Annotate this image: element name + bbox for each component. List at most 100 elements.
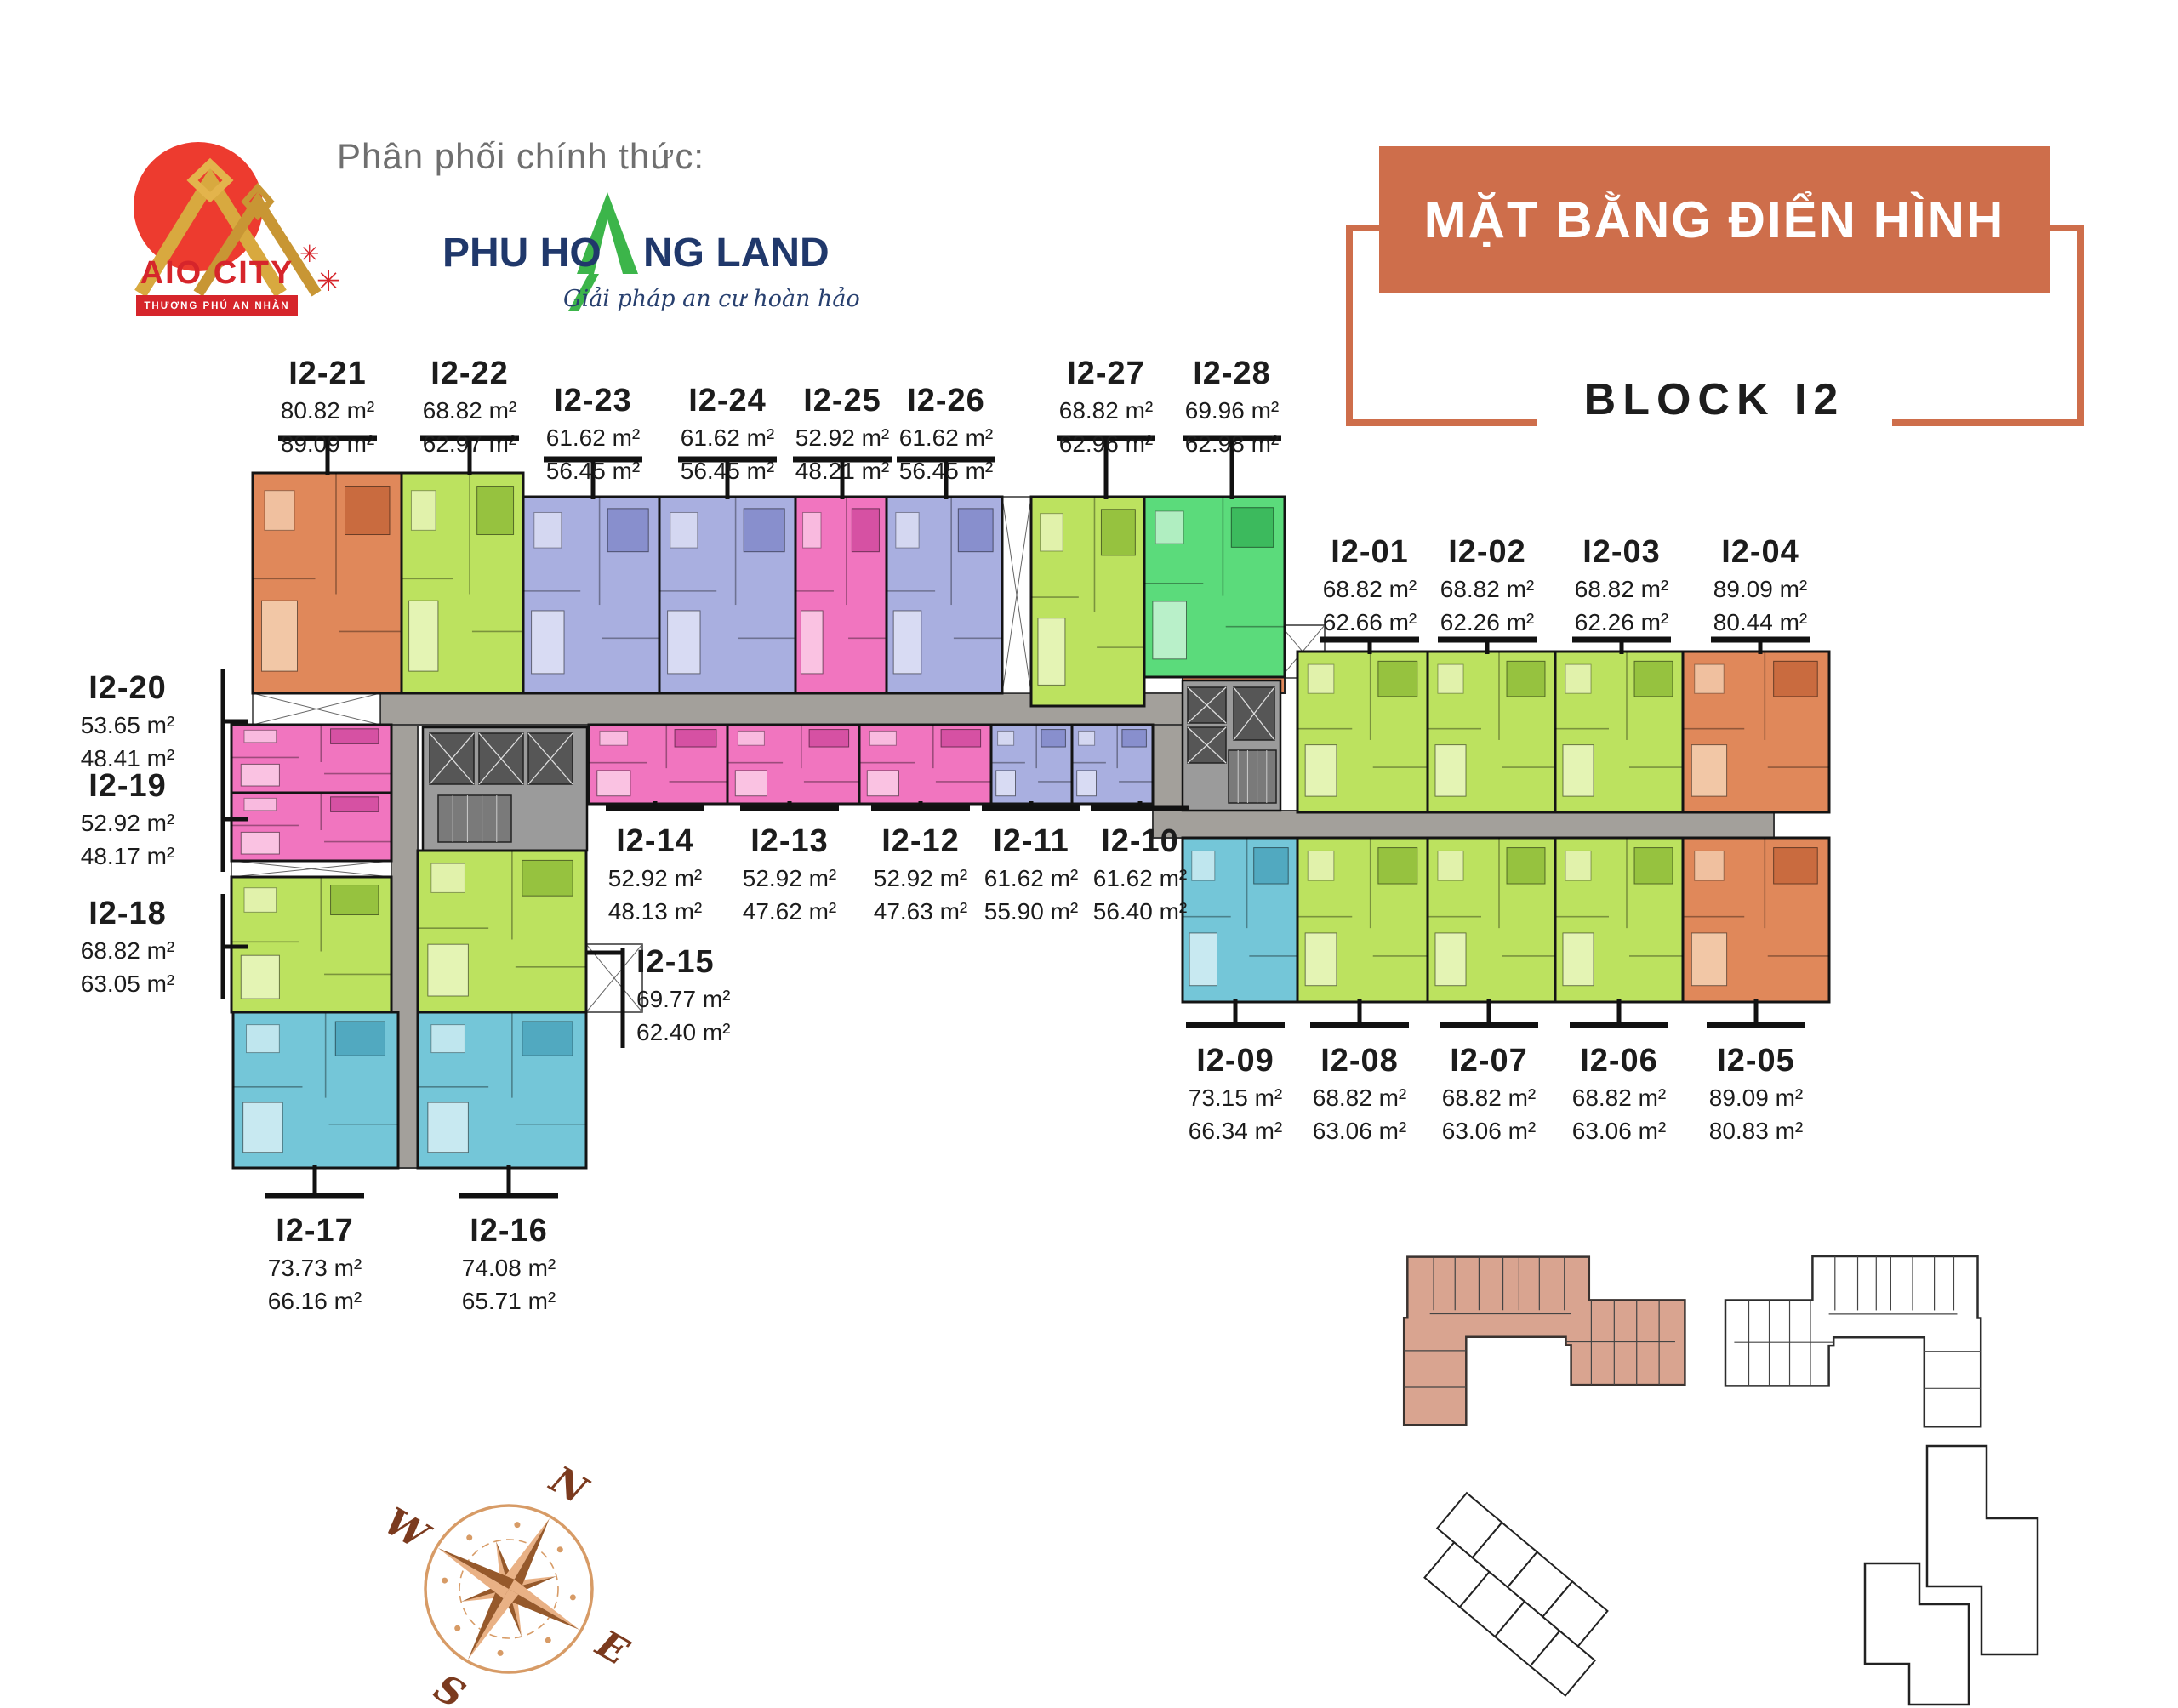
unit-area-2: 62.26 m²: [1574, 609, 1669, 635]
unit-area-1: 52.92 m²: [607, 865, 703, 891]
unit-area-1: 89.09 m²: [1713, 576, 1808, 602]
unit-area-1: 52.92 m²: [873, 865, 968, 891]
unit-area-1: 68.82 m²: [422, 397, 517, 424]
unit-id: I2-16: [470, 1213, 548, 1249]
unit-id: I2-06: [1580, 1043, 1658, 1079]
unit-area-1: 68.82 m²: [80, 937, 175, 964]
unit-area-1: 89.09 m²: [1708, 1085, 1804, 1111]
unit-area-2: 80.44 m²: [1713, 609, 1808, 635]
unit-area-2: 66.34 m²: [1188, 1118, 1283, 1144]
unit-area-2: 47.63 m²: [873, 898, 968, 925]
unit-area-2: 80.83 m²: [1708, 1118, 1804, 1144]
unit-area-2: 48.13 m²: [607, 898, 703, 925]
unit-id: I2-02: [1448, 534, 1526, 570]
unit-id: I2-03: [1582, 534, 1661, 570]
unit-label-I2-17: I2-17 73.73 m² 66.16 m²: [230, 1215, 400, 1313]
phl-logo-text-1: PHU HO: [442, 231, 602, 276]
unit-area-2: 48.41 m²: [80, 745, 175, 771]
site-key-plans: [1402, 1255, 2039, 1706]
phl-tagline: Giải pháp an cư hoàn hảo: [563, 286, 860, 312]
unit-id: I2-24: [688, 383, 767, 418]
unit-id: I2-07: [1450, 1043, 1528, 1079]
unit-area-1: 69.96 m²: [1184, 397, 1280, 424]
unit-area-1: 80.82 m²: [280, 397, 375, 424]
unit-area-2: 62.66 m²: [1322, 609, 1417, 635]
unit-area-1: 52.92 m²: [80, 810, 175, 836]
unit-area-2: 66.16 m²: [267, 1288, 362, 1314]
block-label: BLOCK I2: [1583, 375, 1845, 424]
unit-area-1: 52.92 m²: [742, 865, 837, 891]
unit-id: I2-28: [1193, 356, 1271, 391]
unit-id: I2-17: [276, 1213, 354, 1249]
unit-area-2: 63.05 m²: [80, 971, 175, 997]
unit-id: I2-18: [88, 896, 167, 931]
unit-area-1: 69.77 m²: [636, 986, 731, 1012]
unit-area-1: 53.65 m²: [80, 712, 175, 738]
unit-id: I2-20: [88, 670, 167, 706]
unit-id: I2-25: [803, 383, 881, 418]
aio-mountain2-icon: [193, 191, 322, 297]
unit-id: I2-09: [1196, 1043, 1274, 1079]
unit-area-2: 62.97 m²: [422, 430, 517, 457]
unit-id: I2-21: [288, 356, 367, 391]
unit-id: I2-13: [750, 823, 829, 859]
unit-label-I2-18: I2-18 68.82 m² 63.05 m²: [43, 897, 213, 996]
unit-id: I2-12: [881, 823, 960, 859]
unit-id: I2-04: [1721, 534, 1799, 570]
site-plan-3: [1423, 1491, 1609, 1697]
unit-area-2: 62.98 m²: [1184, 430, 1280, 457]
aio-logo-title: AIO CITY: [140, 255, 294, 291]
unit-area-2: 65.71 m²: [461, 1288, 556, 1314]
unit-area-2: 56.45 m²: [898, 458, 994, 484]
phl-logo-text-2: NG LAND: [643, 231, 830, 276]
unit-id: I2-15: [636, 944, 715, 980]
aio-diamond2-icon: [241, 182, 275, 221]
unit-area-2: 62.40 m²: [636, 1019, 731, 1045]
unit-id: I2-08: [1320, 1043, 1399, 1079]
unit-area-1: 52.92 m²: [795, 424, 890, 451]
unit-area-1: 68.82 m²: [1574, 576, 1669, 602]
unit-id: I2-05: [1717, 1043, 1795, 1079]
unit-area-2: 55.90 m²: [984, 898, 1079, 925]
unit-area-1: 68.82 m²: [1440, 576, 1535, 602]
unit-area-1: 61.62 m²: [898, 424, 994, 451]
banner-title: MẶT BẰNG ĐIỂN HÌNH: [1423, 191, 2005, 248]
distributor-label: Phân phối chính thức:: [337, 136, 705, 176]
unit-area-1: 73.73 m²: [267, 1255, 362, 1281]
unit-area-2: 56.40 m²: [1092, 898, 1188, 925]
site-plan-4a: [1925, 1444, 2039, 1656]
unit-id: I2-10: [1101, 823, 1179, 859]
aio-mountain-icon: [134, 167, 287, 298]
unit-area-2: 62.96 m²: [1058, 430, 1154, 457]
unit-label-I2-15: I2-15 69.77 m² 62.40 m²: [636, 946, 824, 1045]
unit-id: I2-01: [1331, 534, 1409, 570]
unit-label-I2-02: I2-02 68.82 m² 62.26 m²: [1402, 536, 1572, 635]
site-plan-4b: [1863, 1562, 1970, 1706]
aio-logo-subtitle: THƯỢNG PHÚ AN NHÀN: [144, 300, 290, 311]
unit-area-2: 62.26 m²: [1440, 609, 1535, 635]
unit-area-1: 61.62 m²: [1092, 865, 1188, 891]
callouts: [220, 435, 1810, 1199]
unit-label-I2-20: I2-20 53.65 m² 48.41 m²: [43, 672, 213, 771]
unit-area-1: 68.82 m²: [1441, 1085, 1537, 1111]
unit-id: I2-23: [554, 383, 632, 418]
aio-diamond-icon: [186, 157, 234, 203]
unit-label-I2-10: I2-10 61.62 m² 56.40 m²: [1055, 825, 1225, 924]
unit-label-I2-05: I2-05 89.09 m² 80.83 m²: [1671, 1045, 1841, 1143]
unit-label-I2-04: I2-04 89.09 m² 80.44 m²: [1675, 536, 1845, 635]
unit-label-I2-03: I2-03 68.82 m² 62.26 m²: [1537, 536, 1707, 635]
unit-area-2: 56.45 m²: [545, 458, 641, 484]
